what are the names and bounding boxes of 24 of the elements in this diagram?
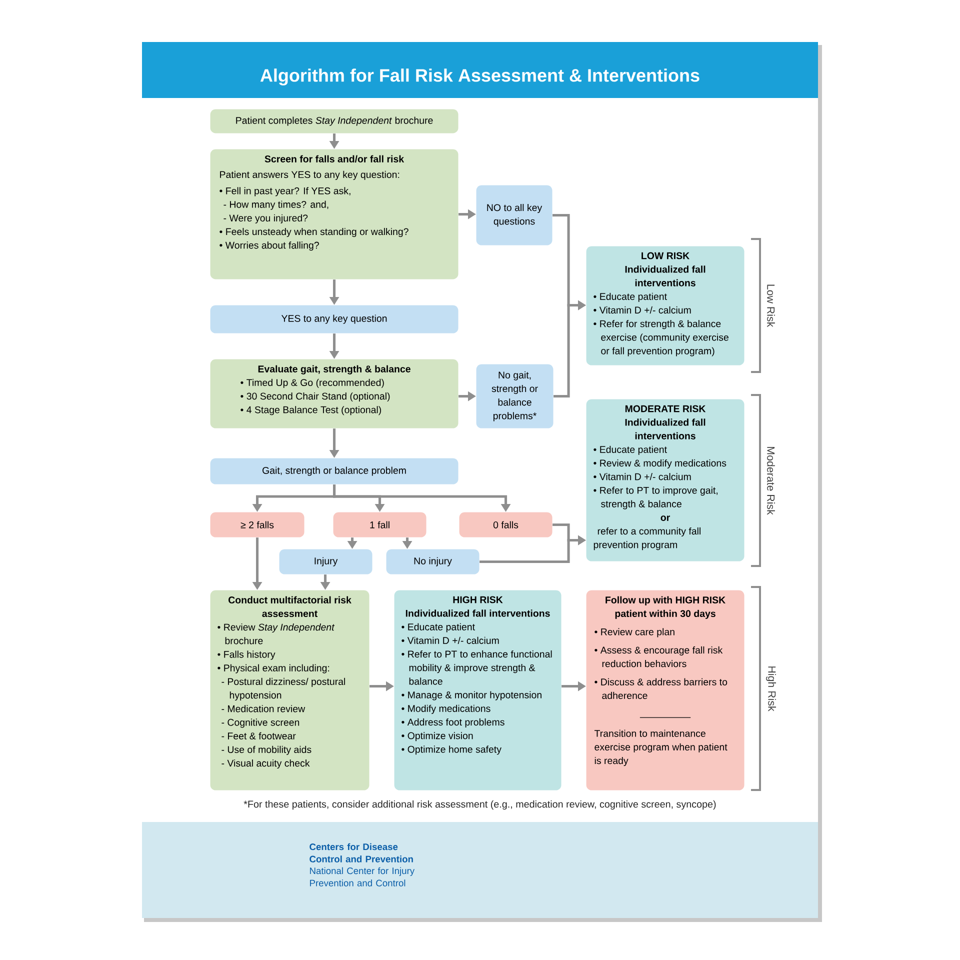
footnote: *For these patients, consider additional risk assessment (e.g., medication review, cognitive screen, syncope) (244, 800, 716, 810)
organization-name: Centers for Disease Control and Prevention (310, 843, 413, 862)
outcome-box: NO to all key questions (476, 185, 552, 246)
risk-level-label: Low Risk (767, 284, 775, 328)
risk-level-label: Moderate Risk (767, 447, 775, 515)
step-box: Evaluate gait, strength & balance • Timed Up & Go (recommended) • 30 Second Chair Stand (optional) • 4 Stage Balance Test (optional) (210, 359, 458, 428)
risk-level-label: High Risk (766, 666, 776, 712)
risk-box: LOW RISK Individualized fall interventions • Educate patient • Vitamin D +/- calcium • Refer for strength & balance exercise (community exercise or fall prevention program) (586, 246, 744, 366)
step-box: Screen for falls and/or fall risk Patient answers YES to any key question: • Fell in past year? If YES ask, - How many times? and, - Were you injured? • Feels unsteady when standing or walking? • Worries about falling? (210, 149, 458, 280)
title-banner: Algorithm for Fall Risk Assessment & Interventions (142, 42, 818, 98)
falls-box: ≥ 2 falls (210, 512, 304, 538)
follow-up-box: Follow up with HIGH RISK patient within 30 days • Review care plan • Assess & encourage fall risk reduction behaviors • Discuss & address barriers to adherence Transition to maintenance exercise program when patient is ready (586, 590, 744, 790)
risk-box: MODERATE RISK Individualized fall interventions • Educate patient • Review & modify medications • Vitamin D +/- calcium • Refer to PT to improve gait, strength & balance or refer to a community fall prevention program (586, 399, 744, 562)
outcome-box: Gait, strength or balance problem (210, 458, 458, 484)
falls-box: 1 fall (333, 512, 426, 538)
falls-box: 0 falls (459, 512, 552, 538)
outcome-box: No gait, strength or balance problems* (476, 364, 554, 428)
outcome-box: Injury (279, 549, 372, 574)
risk-box: HIGH RISK Individualized fall interventions • Educate patient • Vitamin D +/- calcium • Refer to PT to enhance functional mobility & improve strength & balance • Manage & monitor hypotension • Modify medications • Address foot problems • Optimize vision • Optimize home safety (394, 590, 562, 790)
step-box: Conduct multifactorial risk assessment • Review Stay Independent brochure • Falls history • Physical exam including: - Postural dizziness/ postural hypotension - Medication review - Cognitive screen - Feet & footwear - Use of mobility aids - Visual acuity check (210, 590, 370, 790)
organization-name: National Center for Injury Prevention and Control (310, 867, 415, 886)
step-box: Patient completes Stay Independent brochure (210, 109, 458, 134)
outcome-box: YES to any key question (210, 305, 458, 334)
outcome-box: No injury (386, 549, 480, 574)
